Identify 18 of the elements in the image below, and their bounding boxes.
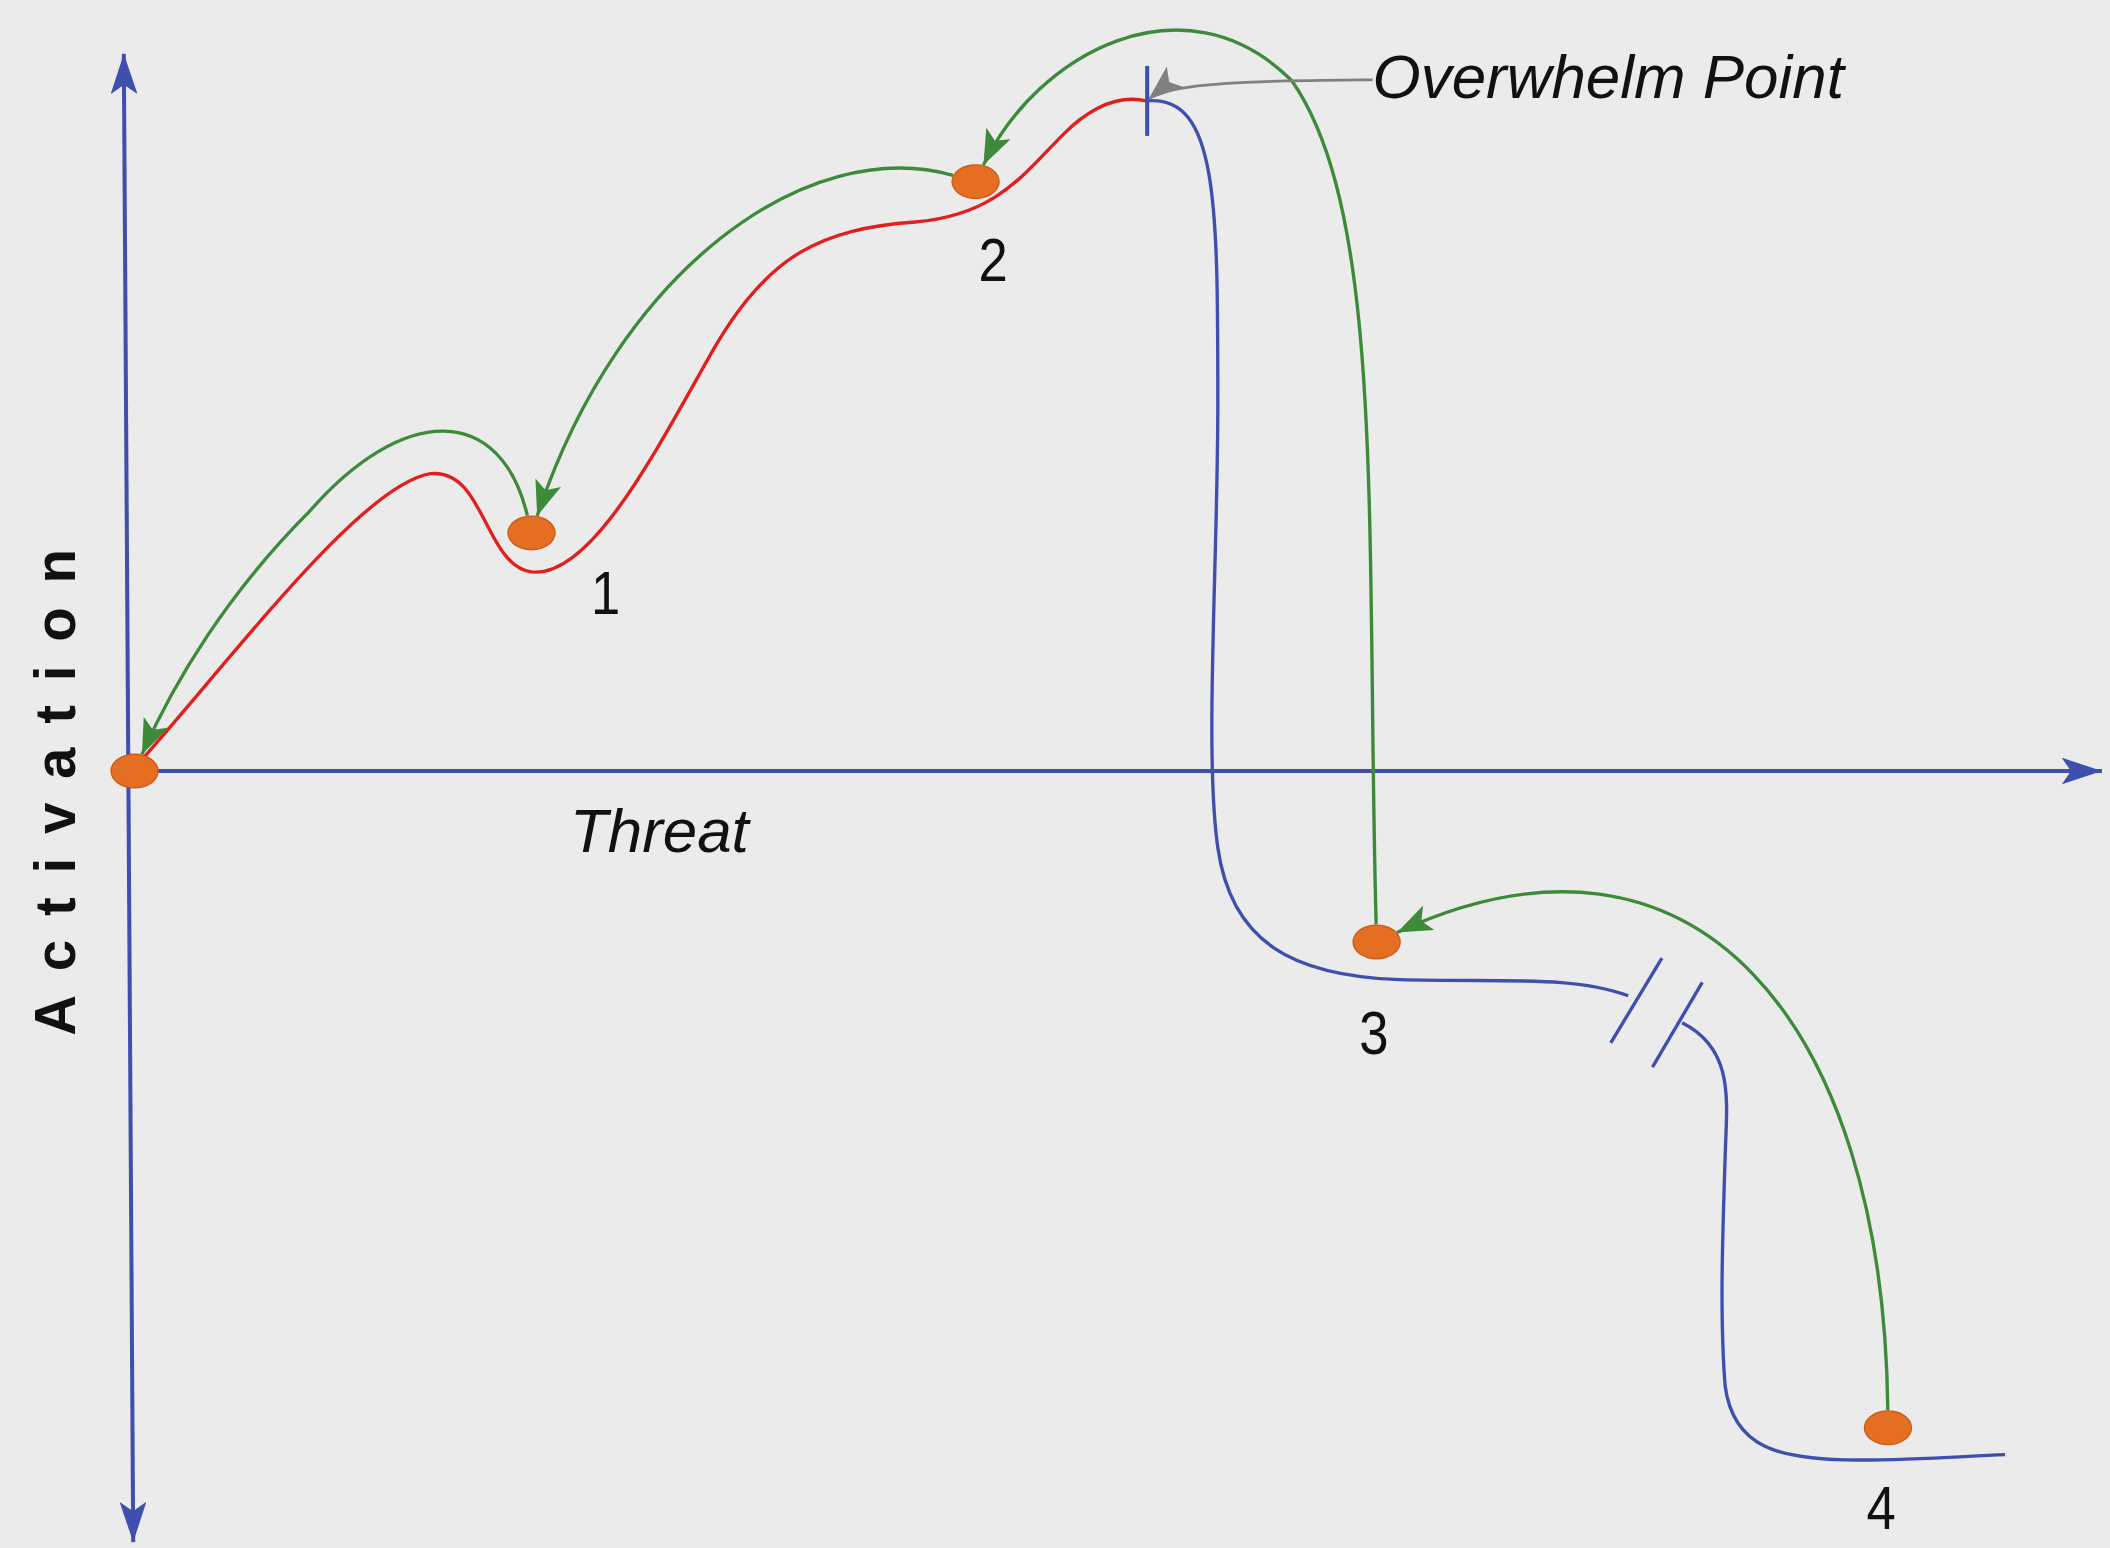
axis-label: Threat xyxy=(569,799,749,862)
leader-arrow xyxy=(1147,69,1373,101)
point-number: 1 xyxy=(590,561,621,624)
ball-marker xyxy=(1863,1410,1913,1446)
arrow xyxy=(982,28,1378,925)
ball-marker xyxy=(110,753,159,789)
point-number: 2 xyxy=(978,228,1008,291)
arrow xyxy=(535,167,954,517)
ball-marker xyxy=(1352,924,1401,960)
tick-mark xyxy=(1144,65,1149,136)
callout-text: Overwhelm Point xyxy=(1372,41,1844,112)
arrow xyxy=(140,429,529,756)
ball-marker xyxy=(507,515,556,551)
point-number: 3 xyxy=(1359,1001,1389,1064)
arrow xyxy=(1396,891,1890,1411)
axis-label: Activation xyxy=(28,525,85,1036)
ball-marker xyxy=(951,164,1000,200)
point-number: 4 xyxy=(1866,1476,1896,1539)
